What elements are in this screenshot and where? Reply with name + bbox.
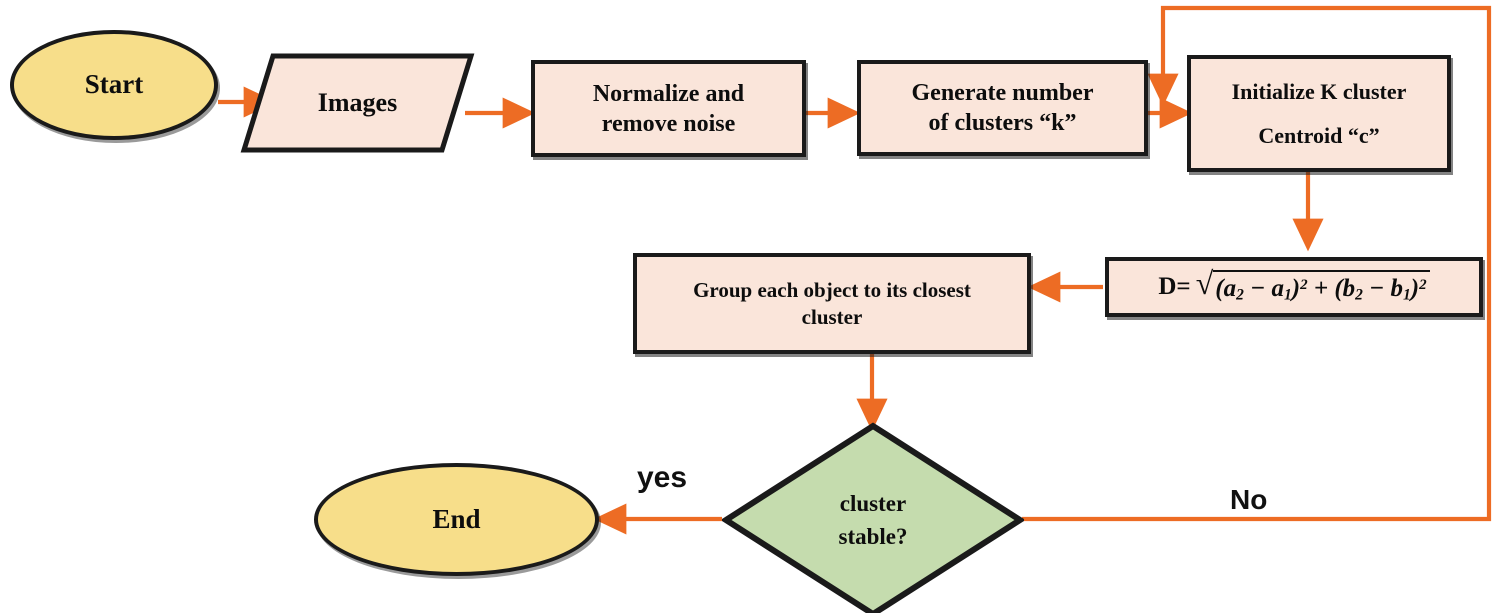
node-initialize-centroid[interactable]: Initialize K cluster Centroid “c” bbox=[1187, 55, 1451, 172]
diamond-shape bbox=[722, 422, 1024, 613]
formula-lhs: D= bbox=[1158, 273, 1191, 301]
node-generate-k-line2: of clusters “k” bbox=[928, 110, 1077, 136]
radical-sign: √ bbox=[1195, 264, 1214, 301]
radicand: (a2 − a1)2 + (b2 − b1)2 bbox=[1213, 269, 1430, 305]
t1-pow: 2 bbox=[1300, 276, 1308, 293]
node-group-objects-line1: Group each object to its closest bbox=[693, 278, 971, 303]
node-initialize-centroid-line2: Centroid “c” bbox=[1258, 123, 1380, 148]
node-generate-k-line1: Generate number bbox=[911, 80, 1094, 106]
node-start-label: Start bbox=[84, 69, 144, 100]
node-distance-formula[interactable]: D= √ (a2 − a1)2 + (b2 − b1)2 bbox=[1105, 257, 1483, 317]
node-images[interactable]: Images bbox=[240, 52, 475, 154]
edge-label-no: No bbox=[1230, 484, 1268, 515]
node-normalize[interactable]: Normalize and remove noise bbox=[531, 60, 806, 157]
t1-minus: − bbox=[1243, 274, 1272, 302]
parallelogram-shape bbox=[240, 53, 475, 153]
t2-minus: − bbox=[1362, 274, 1391, 302]
formula-plus: + bbox=[1307, 274, 1335, 302]
t2-open: ( bbox=[1334, 274, 1343, 302]
node-group-objects-line2: cluster bbox=[801, 304, 863, 329]
node-images-label: Images bbox=[317, 88, 398, 117]
t1-a-sub: 2 bbox=[1236, 286, 1244, 304]
node-decision-line1: cluster bbox=[839, 490, 907, 516]
edge-decision-no-feedback bbox=[1022, 5, 1492, 522]
t2-b: b bbox=[1390, 274, 1404, 302]
edge-label-yes: yes bbox=[637, 461, 688, 494]
t1-b-sub: 1 bbox=[1283, 286, 1292, 304]
distance-formula-expression: D= √ (a2 − a1)2 + (b2 − b1)2 bbox=[1158, 264, 1430, 305]
t2-b-sub: 1 bbox=[1403, 286, 1411, 304]
node-end[interactable]: End bbox=[314, 463, 599, 576]
radical-group: √ (a2 − a1)2 + (b2 − b1)2 bbox=[1195, 264, 1430, 305]
t2-pow: 2 bbox=[1419, 276, 1427, 293]
t2-a-sub: 2 bbox=[1355, 286, 1363, 304]
t1-close: ) bbox=[1291, 274, 1301, 302]
node-generate-k[interactable]: Generate number of clusters “k” bbox=[857, 60, 1148, 156]
node-initialize-centroid-line1: Initialize K cluster bbox=[1231, 78, 1407, 104]
node-decision-cluster-stable[interactable]: cluster stable? bbox=[722, 422, 1024, 613]
t2-a: b bbox=[1342, 274, 1356, 302]
t1-a: a bbox=[1223, 274, 1237, 302]
node-normalize-line1: Normalize and bbox=[592, 80, 745, 107]
node-decision-label: cluster stable? bbox=[722, 422, 1024, 613]
node-start[interactable]: Start bbox=[10, 30, 218, 140]
node-group-objects[interactable]: Group each object to its closest cluster bbox=[633, 253, 1031, 354]
t1-open: ( bbox=[1215, 274, 1224, 302]
t1-b: a bbox=[1271, 274, 1284, 302]
node-decision-line2: stable? bbox=[838, 524, 908, 549]
node-normalize-line2: remove noise bbox=[601, 110, 736, 137]
t2-close: ) bbox=[1410, 274, 1420, 302]
node-end-label: End bbox=[432, 503, 481, 534]
